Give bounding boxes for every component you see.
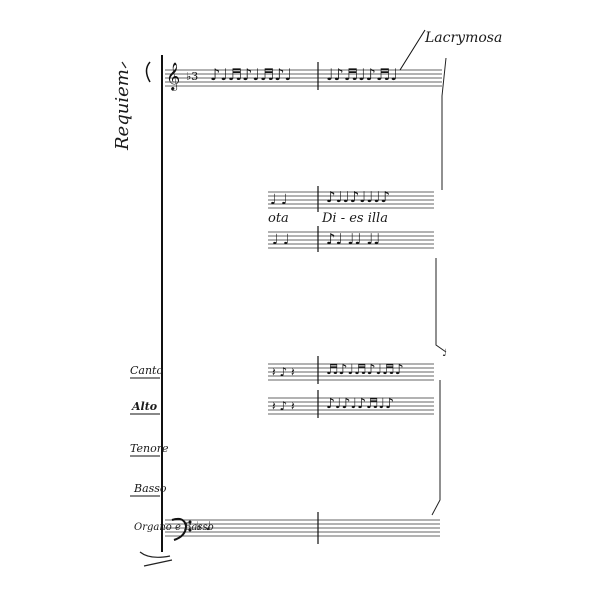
top-staff: 𝄞 ♭3 ♪♩♬♪♩♬♪♩ ♩♪♬♩♪♬♩ — [165, 62, 442, 91]
svg-text:♭3: ♭3 — [186, 70, 198, 83]
insert-staff-1: ♩ ♩ ♪♩♩♪♩♩♩♪ — [268, 186, 434, 212]
svg-text:♭ ♩: ♭ ♩ — [196, 519, 211, 533]
insert-staff-2: ♩ ♩ ♪♩ ♩♩ ♩♩ — [268, 226, 434, 252]
svg-text:♪♩♪♩♪♬♩♪: ♪♩♪♩♪♬♩♪ — [326, 396, 394, 412]
svg-text:𝄞: 𝄞 — [166, 62, 180, 91]
svg-text:♩: ♩ — [442, 348, 447, 359]
annotation-top-right: Lacrymosa — [424, 30, 502, 46]
instrument-label-tenore: Tenore — [130, 442, 169, 455]
instrument-label-organo: Organo e Basso — [134, 522, 214, 533]
svg-text:♩ ♩: ♩ ♩ — [270, 192, 288, 208]
bottom-left-scribble — [139, 551, 173, 567]
svg-text:𝄽 ♪ 𝄽: 𝄽 ♪ 𝄽 — [272, 399, 295, 413]
svg-text:♩♪♬♩♪♬♩: ♩♪♬♩♪♬♩ — [326, 65, 398, 84]
margin-mark — [121, 61, 127, 69]
right-connector-lower — [431, 380, 441, 516]
lyric-left-fragment: ota — [268, 211, 289, 226]
svg-text:♪♩♬♪♩♬♪♩: ♪♩♬♪♩♬♪♩ — [210, 65, 292, 84]
svg-text:♬♪♩♬♪♩♬♪: ♬♪♩♬♪♩♬♪ — [326, 362, 404, 378]
svg-text:𝄽 ♪ 𝄽: 𝄽 ♪ 𝄽 — [272, 365, 295, 379]
bracket-curl-top — [145, 61, 151, 83]
instrument-label-basso: Basso — [133, 482, 167, 495]
annotation-pointer — [399, 29, 426, 71]
lyric-dies-illa: Di - es illa — [321, 211, 388, 226]
right-connector-upper — [441, 57, 447, 190]
insert-staff-4: 𝄽 ♪ 𝄽 ♪♩♪♩♪♬♩♪ — [268, 390, 434, 418]
svg-text:♪♩ ♩♩ ♩♩: ♪♩ ♩♩ ♩♩ — [326, 230, 381, 248]
bottom-staff: ♭ ♩ — [165, 512, 440, 544]
insert-staff-3: 𝄽 ♪ 𝄽 ♬♪♩♬♪♩♬♪ — [268, 356, 434, 384]
svg-text:♩ ♩: ♩ ♩ — [272, 232, 290, 248]
score-title-vertical: Requiem — [112, 69, 133, 151]
instrument-label-alto: Alto — [131, 400, 157, 413]
instrument-label-canto: Canto — [130, 364, 163, 377]
right-connector-middle — [435, 258, 447, 353]
svg-text:♪♩♩♪♩♩♩♪: ♪♩♩♪♩♩♩♪ — [326, 188, 390, 206]
